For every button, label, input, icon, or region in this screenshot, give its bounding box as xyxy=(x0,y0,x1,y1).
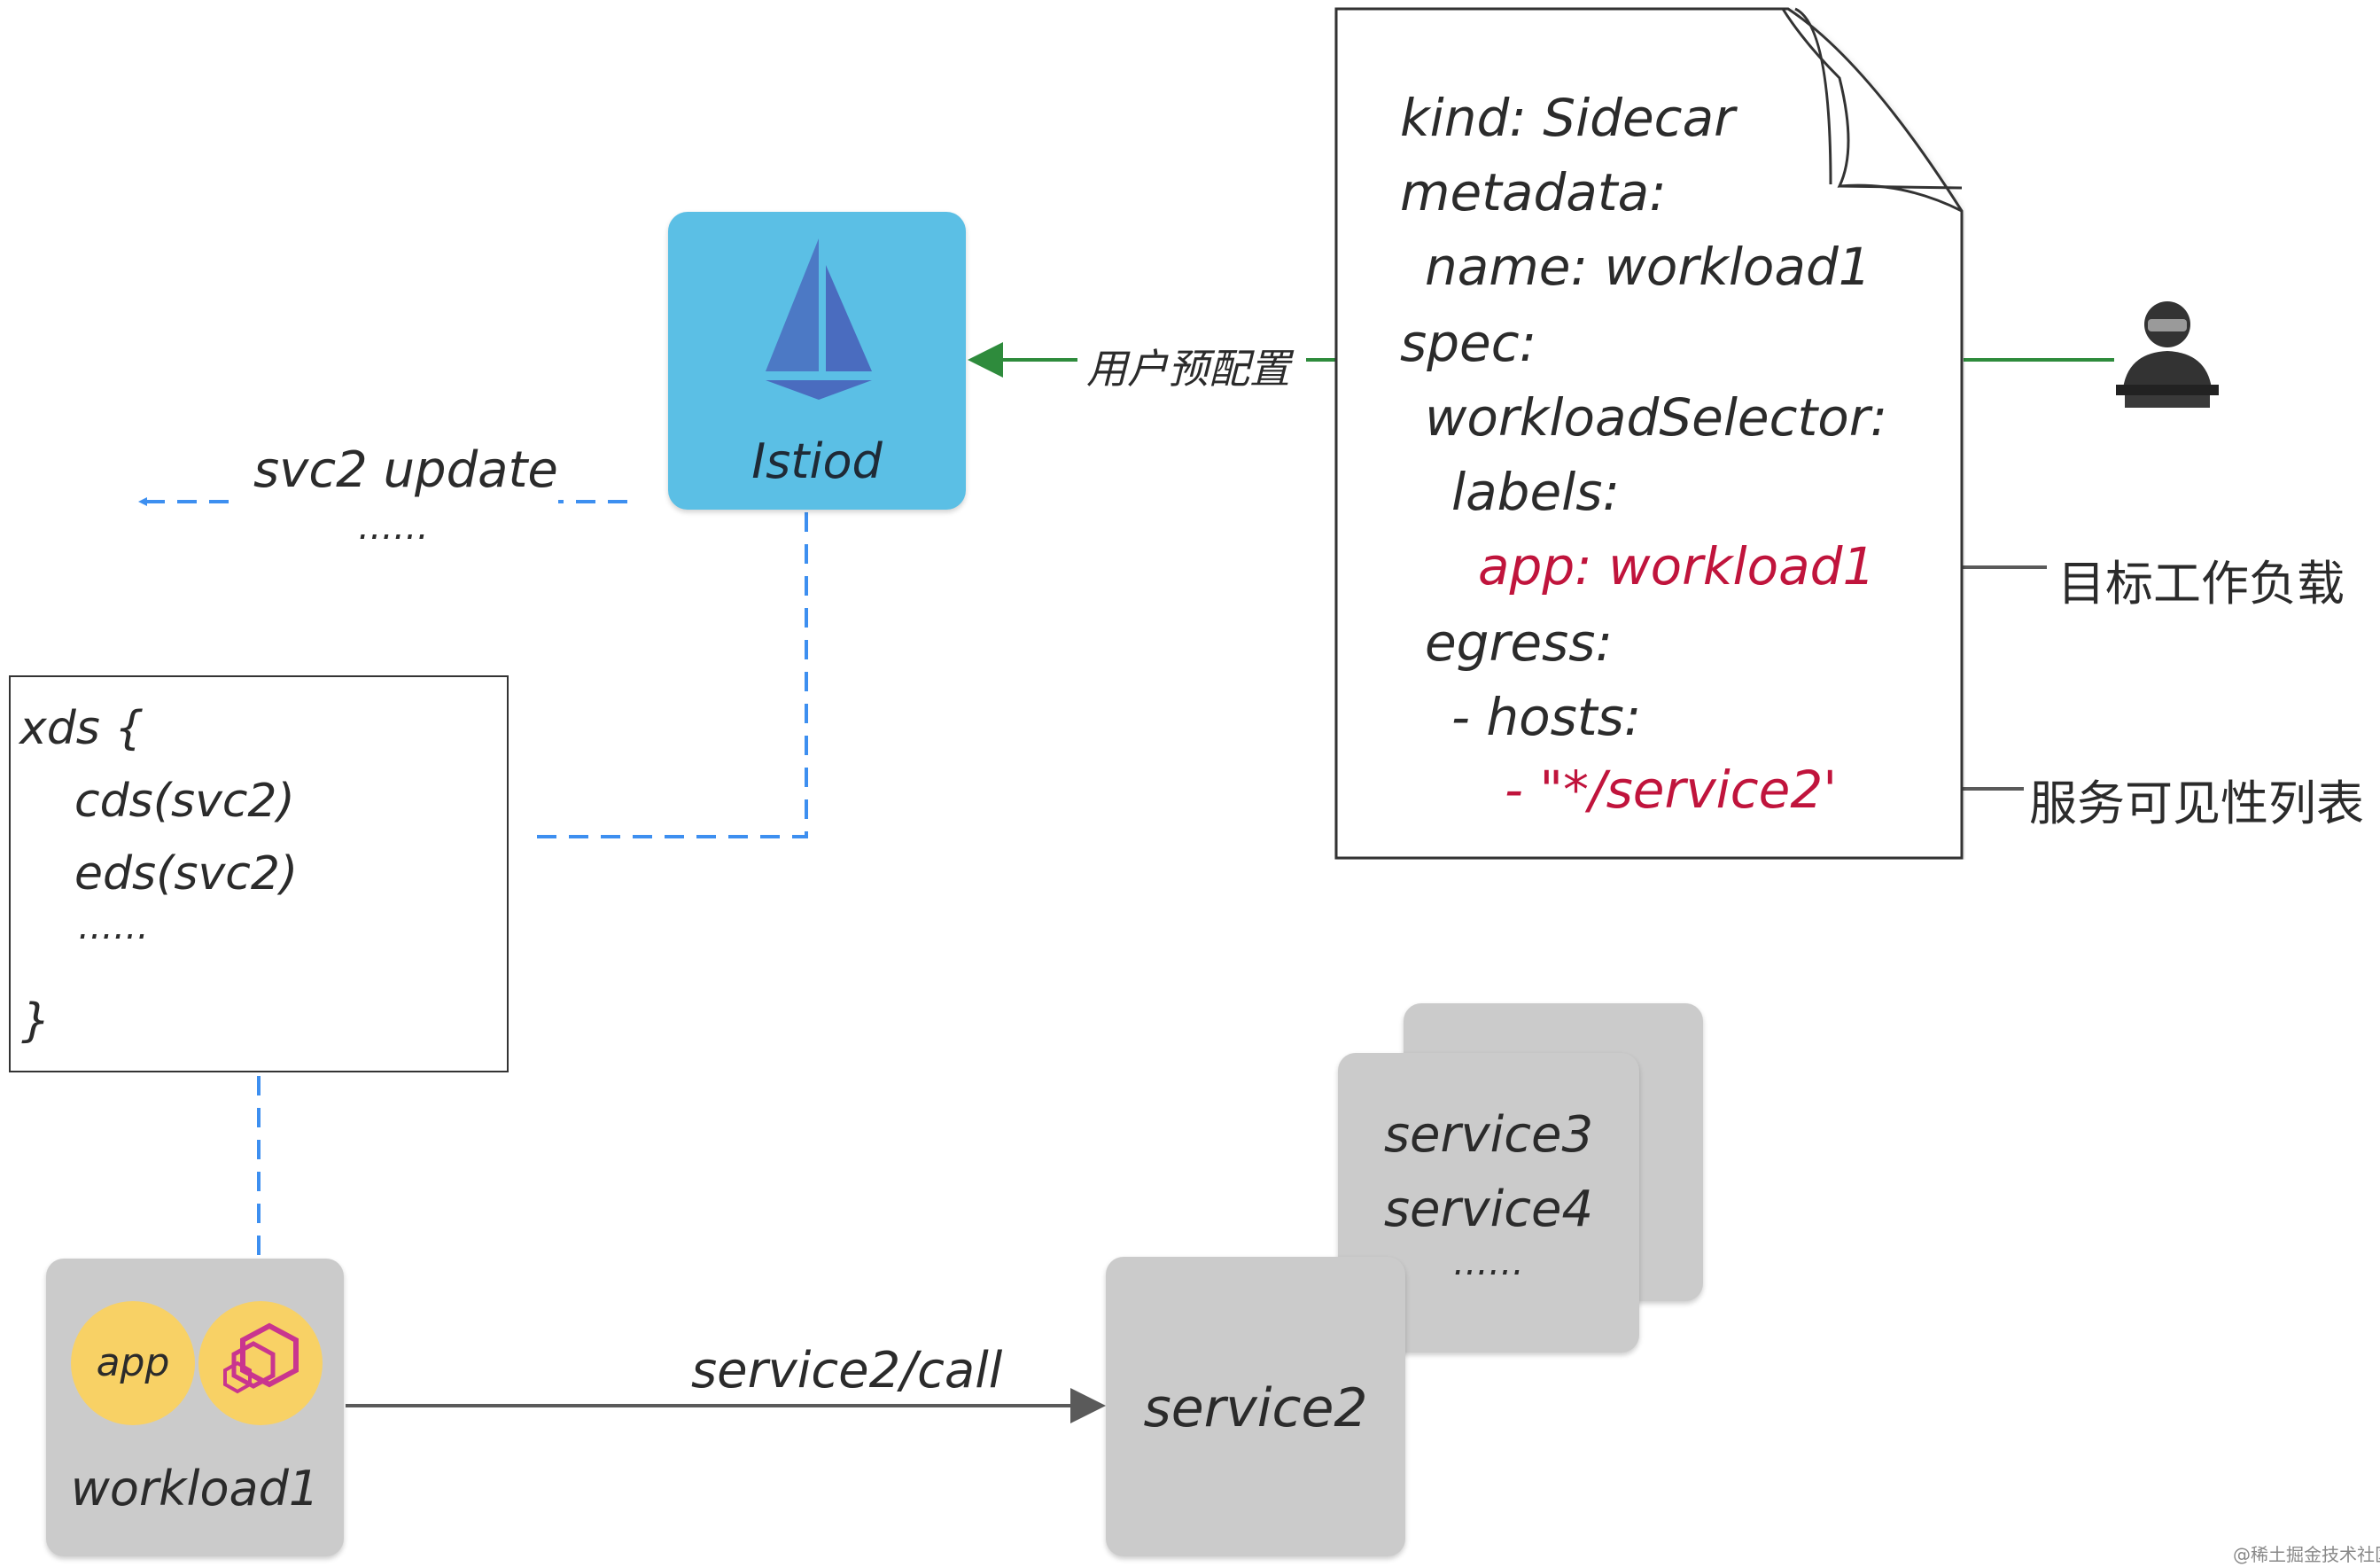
yaml-workload-selector: workloadSelector: xyxy=(1425,387,1888,448)
envoy-badge xyxy=(198,1301,323,1425)
app-badge-label: app xyxy=(96,1340,170,1385)
istio-sail-icon xyxy=(766,238,872,400)
xds-line-open: xds { xyxy=(19,702,144,755)
yaml-hosts: - hosts: xyxy=(1451,687,1642,747)
visibility-list-label: 服务可见性列表 xyxy=(2029,776,2364,831)
user-laptop-icon xyxy=(2116,301,2219,408)
yaml-spec: spec: xyxy=(1400,313,1537,373)
service3-label: service3 xyxy=(1383,1106,1594,1164)
xds-line-close: } xyxy=(21,994,51,1048)
yaml-egress: egress: xyxy=(1425,612,1614,673)
service2-card: service2 xyxy=(1106,1257,1405,1556)
yaml-kind: kind: Sidecar xyxy=(1400,88,1735,148)
yaml-app-label: app: workload1 xyxy=(1478,536,1876,596)
app-badge xyxy=(71,1301,195,1425)
watermark: @稀土掘金技术社区 xyxy=(2233,1544,2380,1565)
call-label: service2/call xyxy=(691,1342,1003,1399)
xds-line-cds: cds(svc2) xyxy=(74,775,295,828)
istiod-node: Istiod xyxy=(668,212,966,510)
user-preconfig-label: 用户预配置 xyxy=(1086,345,1290,393)
yaml-metadata: metadata: xyxy=(1400,162,1667,222)
broadcast-label: svc2 update xyxy=(253,441,558,499)
istiod-to-xds-connector xyxy=(528,512,808,838)
target-workload-label: 目标工作负载 xyxy=(2057,556,2345,612)
sidecar-document xyxy=(1334,7,1964,860)
envoy-icon xyxy=(223,1322,299,1394)
yaml-name: name: workload1 xyxy=(1425,237,1871,297)
service4-label: service4 xyxy=(1383,1181,1594,1238)
broadcast-ellipsis: …… xyxy=(358,507,429,548)
istiod-label: Istiod xyxy=(751,433,883,489)
services-ellipsis: …… xyxy=(1453,1243,1524,1283)
service-card-others: service3 service4 …… xyxy=(1338,1053,1639,1353)
yaml-labels: labels: xyxy=(1451,462,1621,522)
yaml-host-service2: - "*/service2' xyxy=(1505,760,1838,820)
workload-node: app workload1 xyxy=(46,1259,344,1556)
xds-line-ellipsis: …… xyxy=(78,907,149,947)
service2-label: service2 xyxy=(1143,1377,1368,1439)
xds-config-box: xds { cds(svc2) eds(svc2) …… } xyxy=(9,675,509,1072)
xds-line-eds: eds(svc2) xyxy=(74,847,299,900)
workload-label: workload1 xyxy=(70,1461,320,1516)
